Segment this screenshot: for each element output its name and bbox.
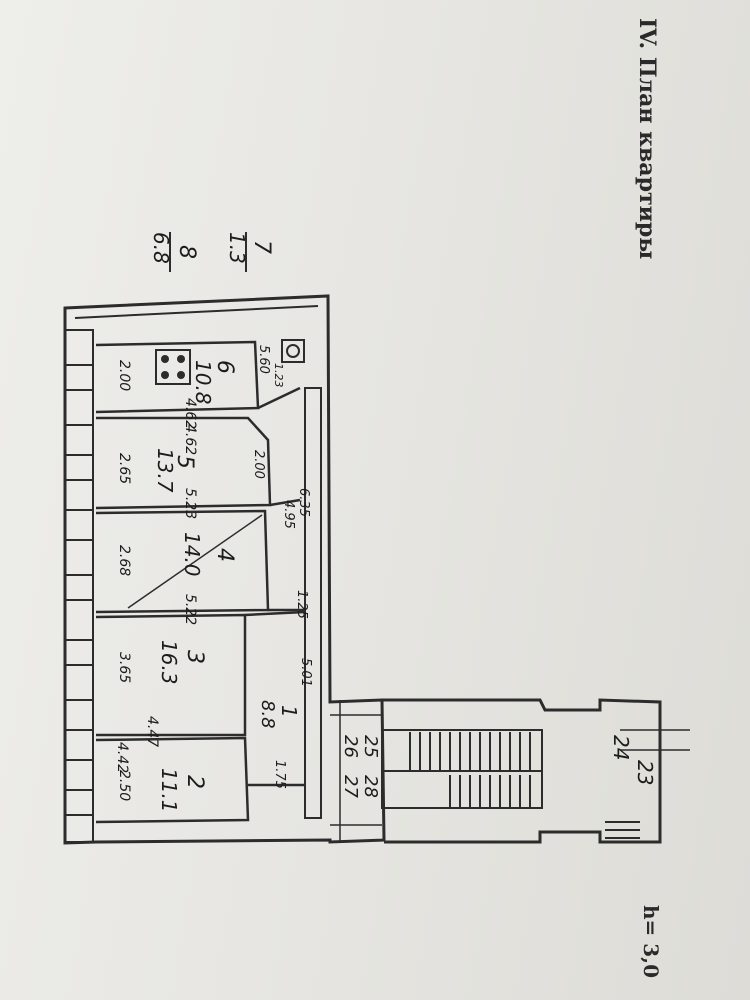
room-3-number: 3 (182, 650, 207, 664)
room-1-area: 8.8 (257, 700, 278, 729)
legend-room-8-number: 8 (174, 245, 199, 259)
stair-label-27: 27 (340, 775, 361, 798)
stairwell (330, 698, 690, 844)
room-labels: 6 10.8 2.00 4.62 5.60 5 13.7 2.65 4.62 5… (114, 345, 657, 813)
corridor-dim-b: 4.95 (281, 500, 296, 529)
corridor-dim-c: 1.25 (294, 590, 309, 619)
room-5-dim-width: 2.65 (116, 453, 132, 484)
room-4-dim-length: 5.22 (182, 594, 198, 625)
plan-title: IV. План квартиры (634, 18, 660, 259)
room-4-diagonal (127, 514, 263, 609)
room-4-dim-width: 2.68 (116, 545, 132, 576)
legend-room-8-area: 6.8 (149, 232, 173, 264)
room-5-area: 13.7 (153, 448, 177, 493)
room-2-dim-length: 4.42 (114, 742, 130, 773)
stair-label-25: 25 (360, 735, 381, 758)
room-6-dim-length: 4.62 (182, 398, 198, 429)
room-4-area: 14.0 (180, 532, 204, 577)
stair-label-28: 28 (360, 775, 381, 798)
corridor-small: 1.23 (272, 363, 285, 388)
room-3-dim-length: 4.47 (144, 716, 160, 747)
room-2-number: 2 (182, 775, 207, 789)
legend-room-7-number: 7 (249, 240, 274, 254)
room-4-number: 4 (212, 548, 237, 562)
apartment-walls (63, 294, 386, 845)
room-6-number: 6 (212, 360, 237, 374)
legend-room-7-area: 1.3 (225, 232, 249, 264)
room-2-area: 11.1 (157, 768, 181, 813)
room-5-dim-top: 4.62 (182, 424, 198, 455)
room-partitions (95, 340, 306, 824)
sink-icon (281, 339, 305, 363)
corridor-dim-a: 6.35 (296, 488, 311, 517)
room-2-dim-width: 2.50 (116, 770, 132, 801)
room-3-area: 16.3 (157, 640, 181, 685)
room-5-dim-bottom: 5.23 (182, 488, 198, 519)
room-1-dim-a: 5.01 (298, 658, 313, 687)
legend-fractions: 7 1.3 8 6.8 (149, 232, 274, 272)
room-6-dim-width: 2.00 (116, 360, 132, 391)
ceiling-height: h= 3,0 (639, 905, 663, 978)
stair-label-26: 26 (340, 735, 361, 758)
room-1-number: 1 (277, 705, 301, 718)
room-3-dim-width: 3.65 (116, 652, 132, 683)
stove-icon (155, 349, 191, 385)
stair-label-24: 24 (609, 735, 633, 760)
stair-label-23: 23 (633, 760, 657, 785)
room-5-dim-inner: 2.00 (251, 450, 266, 479)
room-1-dim-b: 1.75 (272, 760, 287, 789)
room-5-number: 5 (172, 455, 197, 469)
room-6-area: 10.8 (191, 360, 215, 405)
room-6-dim-top: 5.60 (256, 345, 271, 374)
